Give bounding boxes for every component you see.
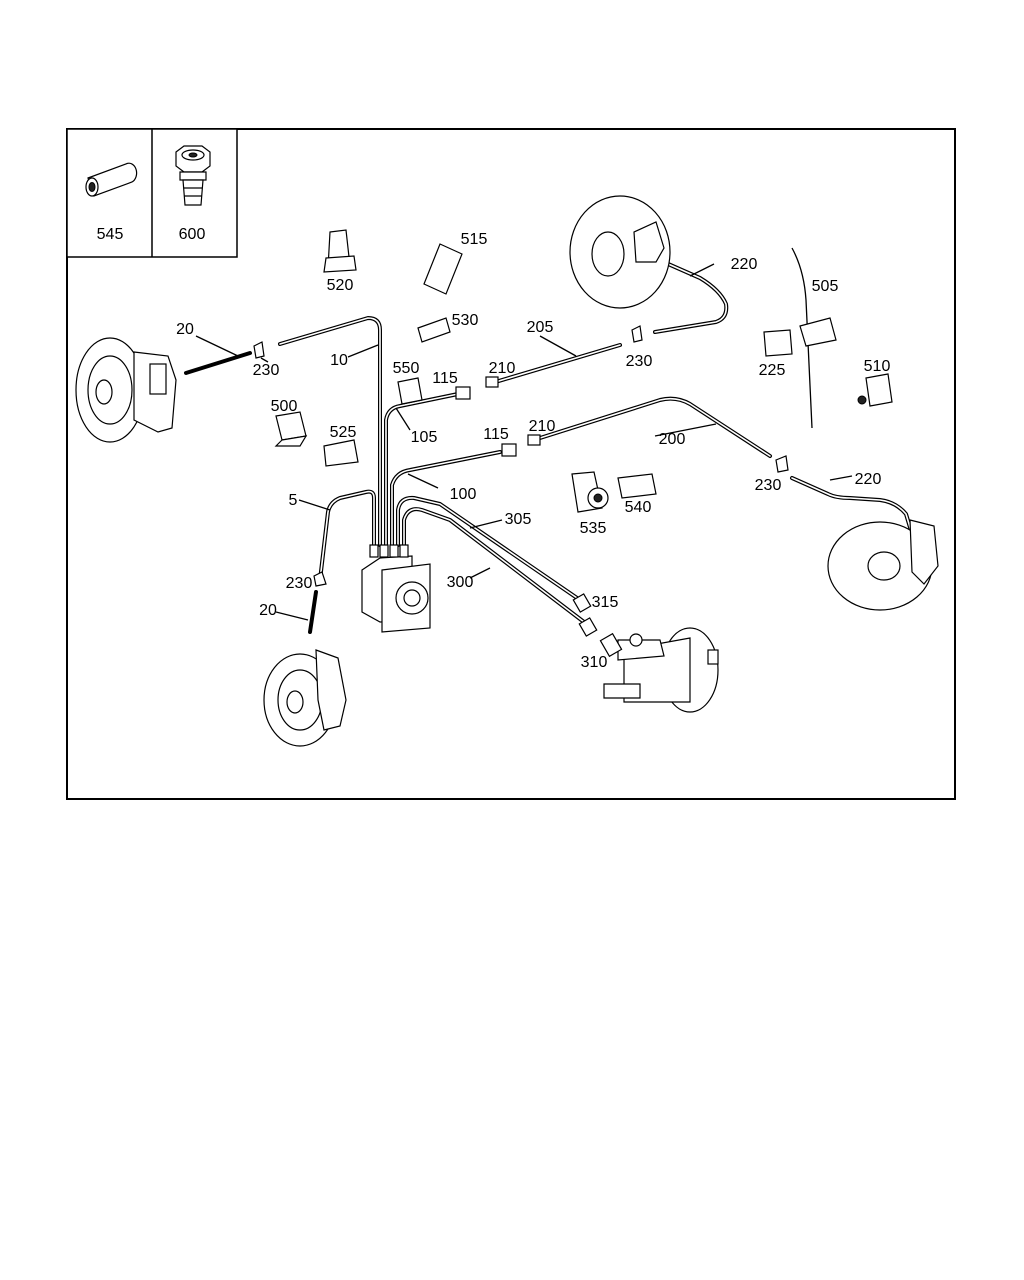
brake-disc-front-right [569,195,671,309]
brake-disc-rear-right [827,519,939,611]
brake-disc-front-left [75,337,177,443]
label-115-bottom: 115 [483,426,509,443]
label-505: 505 [812,278,839,295]
inset-panel: 545 600 [66,128,238,258]
union-210-a [485,376,499,388]
label-520: 520 [327,277,354,294]
label-305: 305 [505,511,532,528]
label-515: 515 [461,231,488,248]
label-20-top: 20 [176,321,194,338]
clip-230-b [631,325,643,343]
bracket-510 [857,373,893,407]
connector-115-a [455,386,471,400]
label-10: 10 [330,352,348,369]
label-315: 315 [592,594,619,611]
clip-525 [323,439,359,467]
label-115-top: 115 [432,370,458,387]
label-20-bottom: 20 [259,602,277,619]
label-525: 525 [330,424,357,441]
label-535: 535 [580,520,607,537]
inset-label-545: 545 [97,226,124,243]
brake-lines [184,247,914,634]
clip-515 [423,243,463,295]
label-230-top-right: 230 [626,353,653,370]
sleeve-icon [85,162,138,197]
label-220-bottom: 220 [855,471,882,488]
clip-520 [323,229,357,273]
clip-230-d [313,571,327,587]
fitting-315 [572,593,598,637]
label-530: 530 [452,312,479,329]
clip-540 [617,473,657,499]
brake-master-cylinder [603,627,719,713]
brake-disc-rear-left [263,649,347,747]
label-550: 550 [393,360,420,377]
clip-550 [397,377,423,405]
union-210-b [527,434,541,446]
fitting-310 [599,632,623,658]
label-500: 500 [271,398,298,415]
bleed-screw-icon [175,145,211,206]
label-105: 105 [411,429,438,446]
clip-505 [799,317,837,347]
clip-530 [417,317,451,343]
label-210-top: 210 [489,360,516,377]
label-5: 5 [289,492,298,509]
label-100: 100 [450,486,477,503]
label-200: 200 [659,431,686,448]
label-225: 225 [759,362,786,379]
part-labels: 20 230 10 520 515 530 550 115 210 205 23… [176,231,890,671]
connector-115-b [501,443,517,457]
bracket-500 [274,411,308,447]
label-230-right: 230 [755,477,782,494]
label-220-top: 220 [731,256,758,273]
clip-230-c [775,455,789,473]
clip-230-a [253,341,265,359]
abs-hydraulic-unit [361,544,431,633]
label-300: 300 [447,574,474,591]
label-205: 205 [527,319,554,336]
label-540: 540 [625,499,652,516]
label-510: 510 [864,358,891,375]
label-210-bottom: 210 [529,418,556,435]
leader-lines [195,263,853,621]
label-310: 310 [581,654,608,671]
label-230-left: 230 [253,362,280,379]
inset-label-600: 600 [179,226,206,243]
clip-535 [571,471,609,513]
label-230-lower-left: 230 [286,575,313,592]
clip-225 [763,329,793,357]
